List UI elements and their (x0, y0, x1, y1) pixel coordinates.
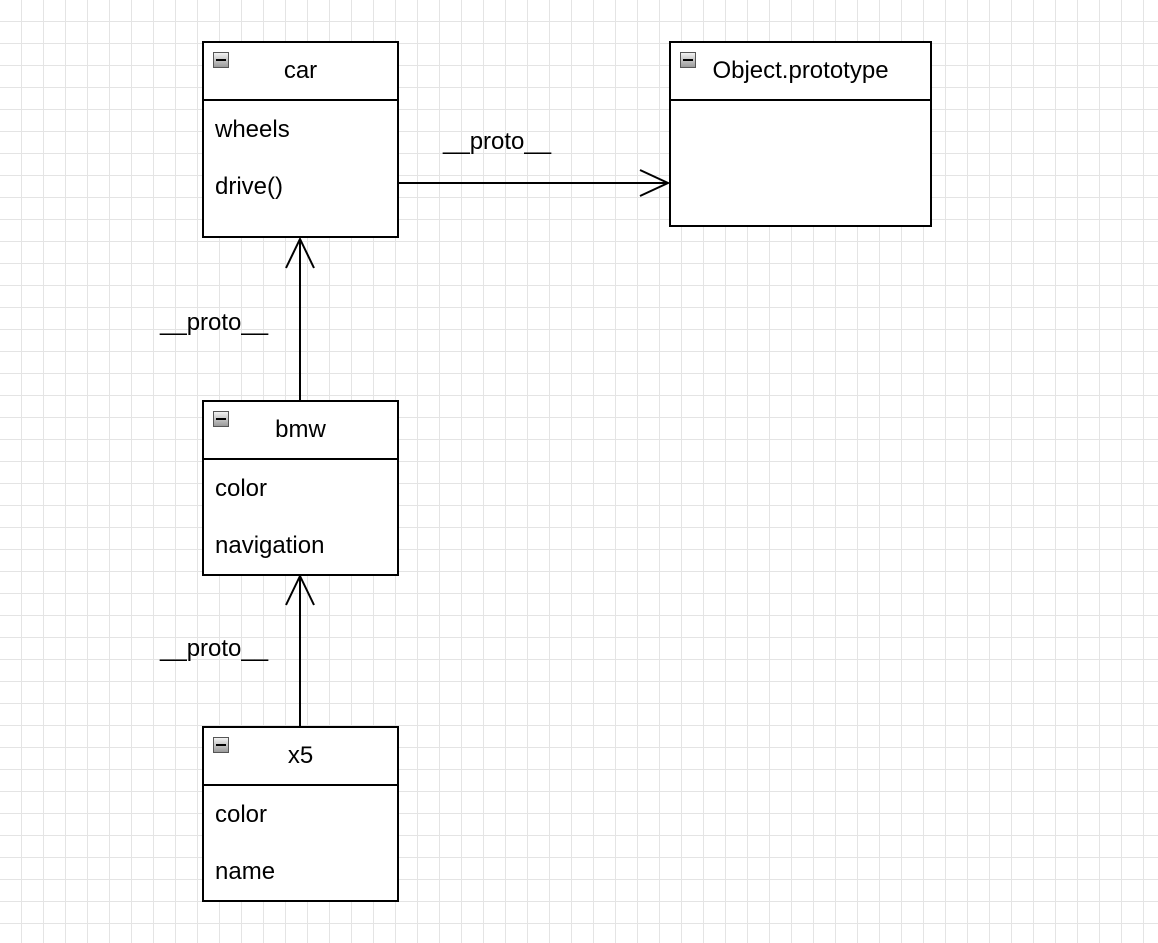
class-title: car (283, 57, 318, 84)
collapse-icon[interactable] (213, 411, 229, 427)
class-members: color name (204, 786, 397, 914)
open-arrowhead-icon (285, 236, 315, 269)
edge-label-car-object-prototype: __proto__ (443, 128, 552, 155)
open-arrowhead-icon (639, 169, 671, 197)
class-member: color (215, 475, 268, 502)
collapse-icon[interactable] (680, 52, 696, 68)
class-bmw[interactable]: bmw color navigation (202, 400, 399, 576)
class-member: wheels (215, 116, 290, 143)
class-member: navigation (215, 532, 325, 559)
class-members: wheels drive() (204, 101, 397, 229)
edge-label-bmw-car: __proto__ (160, 309, 269, 336)
class-header: bmw (204, 402, 397, 460)
class-header: car (204, 43, 397, 101)
edge-bmw-to-car[interactable] (285, 236, 315, 400)
collapse-icon[interactable] (213, 52, 229, 68)
class-members (671, 101, 930, 115)
class-member: drive() (215, 173, 284, 200)
edge-label-x5-bmw: __proto__ (160, 635, 269, 662)
class-header: x5 (204, 728, 397, 786)
class-x5[interactable]: x5 color name (202, 726, 399, 902)
class-header: Object.prototype (671, 43, 930, 101)
edge-x5-to-bmw[interactable] (285, 573, 315, 726)
class-member: color (215, 801, 268, 828)
class-object-prototype[interactable]: Object.prototype (669, 41, 932, 227)
collapse-icon[interactable] (213, 737, 229, 753)
class-title: Object.prototype (712, 57, 889, 84)
edge-car-to-object-prototype[interactable] (399, 169, 671, 197)
class-member: name (215, 858, 276, 885)
class-members: color navigation (204, 460, 397, 588)
class-title: bmw (275, 416, 326, 443)
class-title: x5 (287, 742, 314, 769)
class-car[interactable]: car wheels drive() (202, 41, 399, 238)
